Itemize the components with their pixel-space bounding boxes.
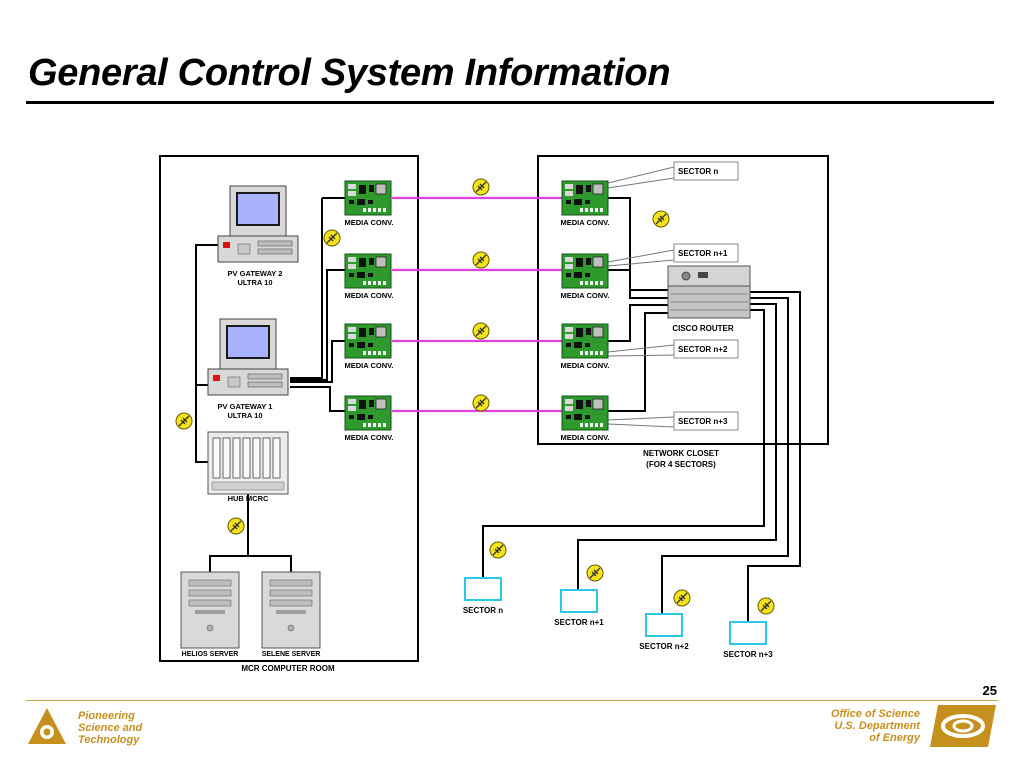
pv-gateway-1-workstation [207, 318, 289, 396]
media-converter-closet-4 [561, 395, 609, 431]
pv-gateway-1-label: PV GATEWAY 1 [218, 402, 273, 411]
hub-device [207, 431, 289, 495]
media-conv-label: MEDIA CONV. [344, 218, 393, 227]
fiber-link-icon [757, 597, 775, 615]
fiber-link-icon [472, 178, 490, 196]
callout-leaders [607, 166, 675, 428]
media-conv-label: MEDIA CONV. [560, 291, 609, 300]
media-converter-mcr-1 [344, 180, 392, 216]
sector-callout-label: SECTOR n+3 [678, 417, 728, 426]
sector-callout-label: SECTOR n [678, 167, 718, 176]
fiber-link-icon [489, 541, 507, 559]
footer-office: Office of Science U.S. Department of Ene… [831, 708, 920, 744]
pv-gateway-2-sublabel: ULTRA 10 [237, 278, 272, 287]
hub-label: HUB MCRC [228, 494, 269, 503]
media-conv-label: MEDIA CONV. [344, 291, 393, 300]
doe-logo-icon [930, 705, 996, 747]
helios-server-label: HELIOS SERVER [182, 651, 239, 658]
pv-gateway-2-label: PV GATEWAY 2 [228, 269, 283, 278]
selene-server-label: SELENE SERVER [262, 651, 321, 658]
pv-gateway-2-workstation [217, 185, 299, 263]
fiber-link-icon [652, 210, 670, 228]
media-converter-closet-1 [561, 180, 609, 216]
footer-tagline-line: Pioneering [78, 710, 135, 722]
footer-rule [26, 700, 998, 701]
network-closet-label: NETWORK CLOSET [643, 449, 719, 458]
media-conv-label: MEDIA CONV. [344, 361, 393, 370]
fiber-link-icon [323, 229, 341, 247]
media-converter-mcr-4 [344, 395, 392, 431]
footer-office-line: U.S. Department [834, 720, 920, 732]
fiber-link-icon [227, 517, 245, 535]
selene-server [261, 571, 321, 649]
fiber-link-icon [673, 589, 691, 607]
media-conv-label: MEDIA CONV. [344, 433, 393, 442]
sector-callouts [673, 161, 739, 431]
pv-gateway-1-sublabel: ULTRA 10 [227, 411, 262, 420]
media-converter-mcr-3 [344, 323, 392, 359]
media-converter-closet-2 [561, 253, 609, 289]
network-diagram: MEDIA CONV. MEDIA CONV. MEDIA CONV. MEDI… [159, 155, 829, 673]
sector-callout-label: SECTOR n+1 [678, 249, 728, 258]
media-converter-mcr-2 [344, 253, 392, 289]
page-number: 25 [982, 683, 997, 698]
field-sector-label: SECTOR n+2 [639, 642, 689, 651]
cisco-router-label: CISCO ROUTER [672, 324, 734, 333]
media-conv-label: MEDIA CONV. [560, 361, 609, 370]
fiber-links [392, 196, 562, 413]
footer-tagline-line: Science and [78, 722, 143, 734]
page-title: General Control System Information [28, 52, 671, 94]
fiber-link-icon [472, 251, 490, 269]
field-sector-label: SECTOR n+1 [554, 618, 604, 627]
network-closet-box [537, 155, 829, 445]
title-rule [26, 101, 994, 104]
footer-office-line: of Energy [869, 732, 920, 744]
footer-office-line: Office of Science [830, 708, 920, 720]
media-converter-closet-3 [561, 323, 609, 359]
footer-tagline: Pioneering Science and Technology [78, 710, 142, 746]
mcr-room-label: MCR COMPUTER ROOM [241, 664, 335, 673]
argonne-logo-icon [28, 708, 66, 744]
copper-wiring [195, 197, 801, 622]
media-conv-label: MEDIA CONV. [560, 218, 609, 227]
helios-server [180, 571, 240, 649]
field-sector-label: SECTOR n [463, 606, 503, 615]
cisco-router [667, 265, 751, 319]
fiber-link-icon [586, 564, 604, 582]
fiber-link-icon [472, 394, 490, 412]
field-sector-boxes [464, 577, 767, 645]
mcr-room-box [159, 155, 419, 662]
footer-tagline-line: Technology [78, 734, 140, 746]
fiber-link-icon [175, 412, 193, 430]
fiber-link-icon [472, 322, 490, 340]
network-closet-sublabel: (FOR 4 SECTORS) [646, 460, 716, 469]
sector-callout-label: SECTOR n+2 [678, 345, 728, 354]
media-conv-label: MEDIA CONV. [560, 433, 609, 442]
field-sector-label: SECTOR n+3 [723, 650, 773, 659]
